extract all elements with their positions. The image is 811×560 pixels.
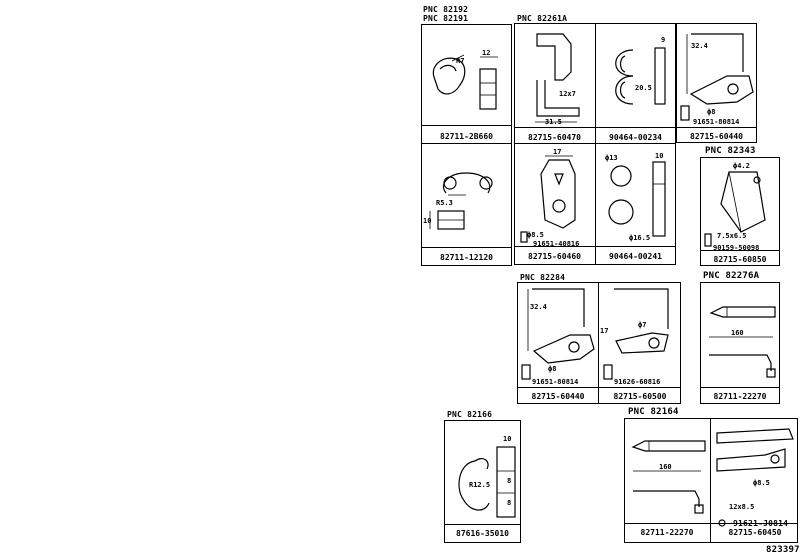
- pnc-82284-label: PNC 82284: [520, 273, 566, 282]
- dim-label: R12.5: [469, 481, 490, 489]
- cell-divider: [598, 283, 599, 403]
- tie-drawing: 160: [709, 306, 776, 378]
- clamp-drawing: 10 R12.5 8 8: [458, 435, 516, 518]
- part-number: 87616-35010: [456, 529, 509, 538]
- dim-label: 32.4: [530, 303, 547, 311]
- cell-separator: [422, 143, 511, 144]
- dim-label: 12x7: [559, 90, 576, 98]
- dim-label: 160: [731, 329, 744, 337]
- cell-separator: [515, 127, 675, 128]
- pnc-82191-label: PNC 82191: [423, 14, 469, 23]
- dim-label: 12x8.5: [729, 503, 754, 511]
- dim-label: ϕ13: [605, 154, 618, 162]
- pnc-82166-label: PNC 82166: [447, 410, 493, 419]
- bolt-number: 90159-50098: [713, 244, 759, 252]
- dim-label: 17: [600, 327, 608, 335]
- dim-label: 160: [659, 463, 672, 471]
- part-number: 82715-60470: [528, 133, 581, 142]
- bolt-number: 91651-40816: [533, 240, 579, 248]
- dim-label: 12: [482, 49, 490, 57]
- group-82276a-box: 82711-22270 160: [700, 282, 780, 404]
- cell-divider: [710, 419, 711, 542]
- group-82261a-right-box: 82715-60440 32.4 ϕ8 91651-80814: [676, 23, 757, 143]
- cell-separator: [518, 387, 680, 388]
- dim-label: ϕ7: [638, 321, 646, 329]
- clip-drawing: ϕ4.2 7.5x6.5 90159-50098: [704, 162, 766, 252]
- dim-label: 20.5: [635, 84, 652, 92]
- cell-separator: [515, 143, 675, 144]
- dim-label: ϕ4.2: [733, 162, 750, 170]
- bracket-drawings: 32.4 ϕ8 91651-80814 17 ϕ7 91626-60816: [521, 288, 669, 386]
- part-number: 82711-2B660: [440, 132, 493, 141]
- bolt-number: 91651-80814: [693, 118, 739, 126]
- pnc-82343-label: PNC 82343: [705, 146, 756, 156]
- cell-separator: [515, 246, 675, 247]
- group-82164-box: 82711-22270 82715-60450 160 ϕ8.5 12x8.5 …: [624, 418, 798, 543]
- dim-label: ϕ8: [707, 108, 715, 116]
- pnc-82192-label: PNC 82192: [423, 5, 469, 14]
- part-number: 90464-00234: [609, 133, 662, 142]
- part-number: 82711-12120: [440, 253, 493, 262]
- bracket-drawings: 31.5 12x7 20.5 9 17 ϕ8.5 91651-40816 ϕ13…: [520, 33, 666, 248]
- pnc-82164-label: PNC 82164: [628, 407, 679, 417]
- dim-label: 10: [503, 435, 511, 443]
- cell-separator: [677, 127, 756, 128]
- group-82343-box: 82715-60850 ϕ4.2 7.5x6.5 90159-50098: [700, 157, 780, 266]
- dim-label: ϕ8: [548, 365, 556, 373]
- dim-label: ϕ8.5: [753, 479, 770, 487]
- dim-label: 8: [507, 477, 511, 485]
- dim-label: 9: [661, 36, 665, 44]
- clamp-drawing: R7 12 R5.3 10: [423, 49, 498, 230]
- figure-id: 823397: [766, 545, 800, 555]
- cell-separator: [422, 247, 511, 248]
- dim-label: 32.4: [691, 42, 708, 50]
- dim-label: 7.5x6.5: [717, 232, 747, 240]
- group-82284-box: 82715-60440 82715-60500 32.4 ϕ8 91651-80…: [517, 282, 681, 404]
- part-number: 82715-60450: [728, 528, 782, 537]
- dim-label: 8: [507, 499, 511, 507]
- part-number: 82715-60460: [528, 252, 581, 261]
- cell-separator: [422, 125, 511, 126]
- dim-label: ϕ16.5: [629, 234, 650, 242]
- dim-label: ϕ8.5: [527, 231, 544, 239]
- cell-separator: [445, 524, 520, 525]
- dim-label: 10: [423, 217, 431, 225]
- bolt-number: 91621-J0814: [733, 519, 789, 528]
- group-82261a-box: 82715-60470 90464-00234 82715-60460 9046…: [514, 23, 676, 265]
- dim-label: 10: [655, 152, 663, 160]
- dim-label: 31.5: [545, 118, 562, 126]
- part-number: 82711-22270: [713, 392, 767, 401]
- part-number: 82715-60500: [613, 392, 667, 401]
- part-number: 82715-60440: [690, 132, 743, 141]
- cell-divider: [595, 24, 596, 264]
- pnc-82276a-label: PNC 82276A: [703, 271, 760, 281]
- part-number: 90464-00241: [609, 252, 662, 261]
- cell-separator: [701, 387, 779, 388]
- group-82166-box: 87616-35010 10 R12.5 8 8: [444, 420, 521, 543]
- part-number: 82715-60850: [713, 255, 767, 264]
- bolt-number: 91626-60816: [614, 378, 660, 386]
- group-82192-box: 82711-2B660 82711-12120 R7 12 R5.3 10: [421, 24, 512, 266]
- cell-separator: [701, 250, 779, 251]
- bracket-drawing: 32.4 ϕ8 91651-80814: [680, 33, 754, 126]
- cell-separator: [625, 523, 797, 524]
- dim-label: R7: [456, 57, 464, 65]
- pnc-82261a-label: PNC 82261A: [517, 14, 568, 23]
- tie-and-bracket-drawings: 160 ϕ8.5 12x8.5: [631, 428, 794, 527]
- part-number: 82711-22270: [640, 528, 694, 537]
- dim-label: 17: [553, 148, 561, 156]
- bolt-number: 91651-80814: [532, 378, 578, 386]
- dim-label: R5.3: [436, 199, 453, 207]
- part-number: 82715-60440: [531, 392, 585, 401]
